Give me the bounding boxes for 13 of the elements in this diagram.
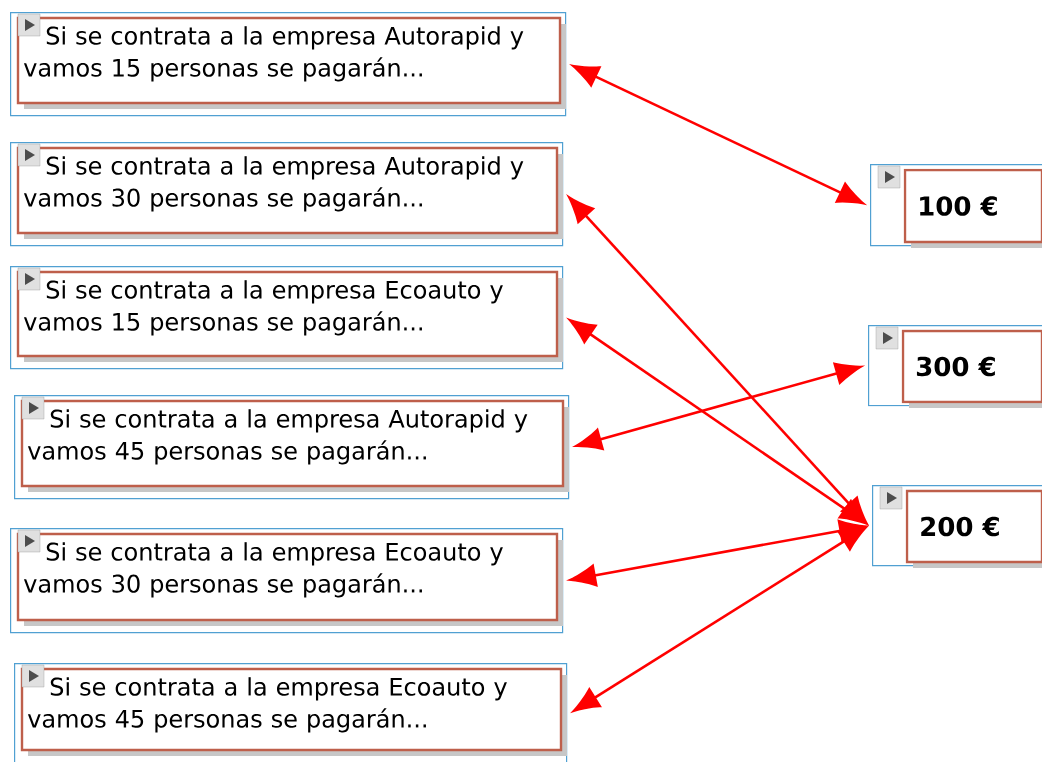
answer-box: 100 € — [870, 164, 1042, 248]
answer-box: Si se contrata a la empresa Ecoauto y vamos 45 personas se pagarán... — [14, 663, 568, 762]
answer-box: 300 € — [868, 325, 1042, 408]
answer-box: 200 € — [872, 484, 1042, 568]
answer-box: Si se contrata a la empresa Autorapid y vamos 45 personas se pagarán... — [14, 394, 570, 500]
answer-box: Si se contrata a la empresa Ecoauto y vamos 30 personas se pagarán... — [10, 528, 564, 634]
answer-box: Si se contrata a la empresa Autorapid y vamos 30 personas se pagarán... — [10, 142, 564, 247]
arrow — [568, 196, 867, 524]
answer-box: Si se contrata a la empresa Ecoauto y vamos 15 personas se pagarán... — [10, 266, 564, 370]
answer-box: Si se contrata a la empresa Autorapid y vamos 15 personas se pagarán... — [10, 12, 567, 117]
arrow — [569, 319, 867, 525]
arrow — [575, 362, 862, 450]
arrow — [572, 64, 864, 205]
